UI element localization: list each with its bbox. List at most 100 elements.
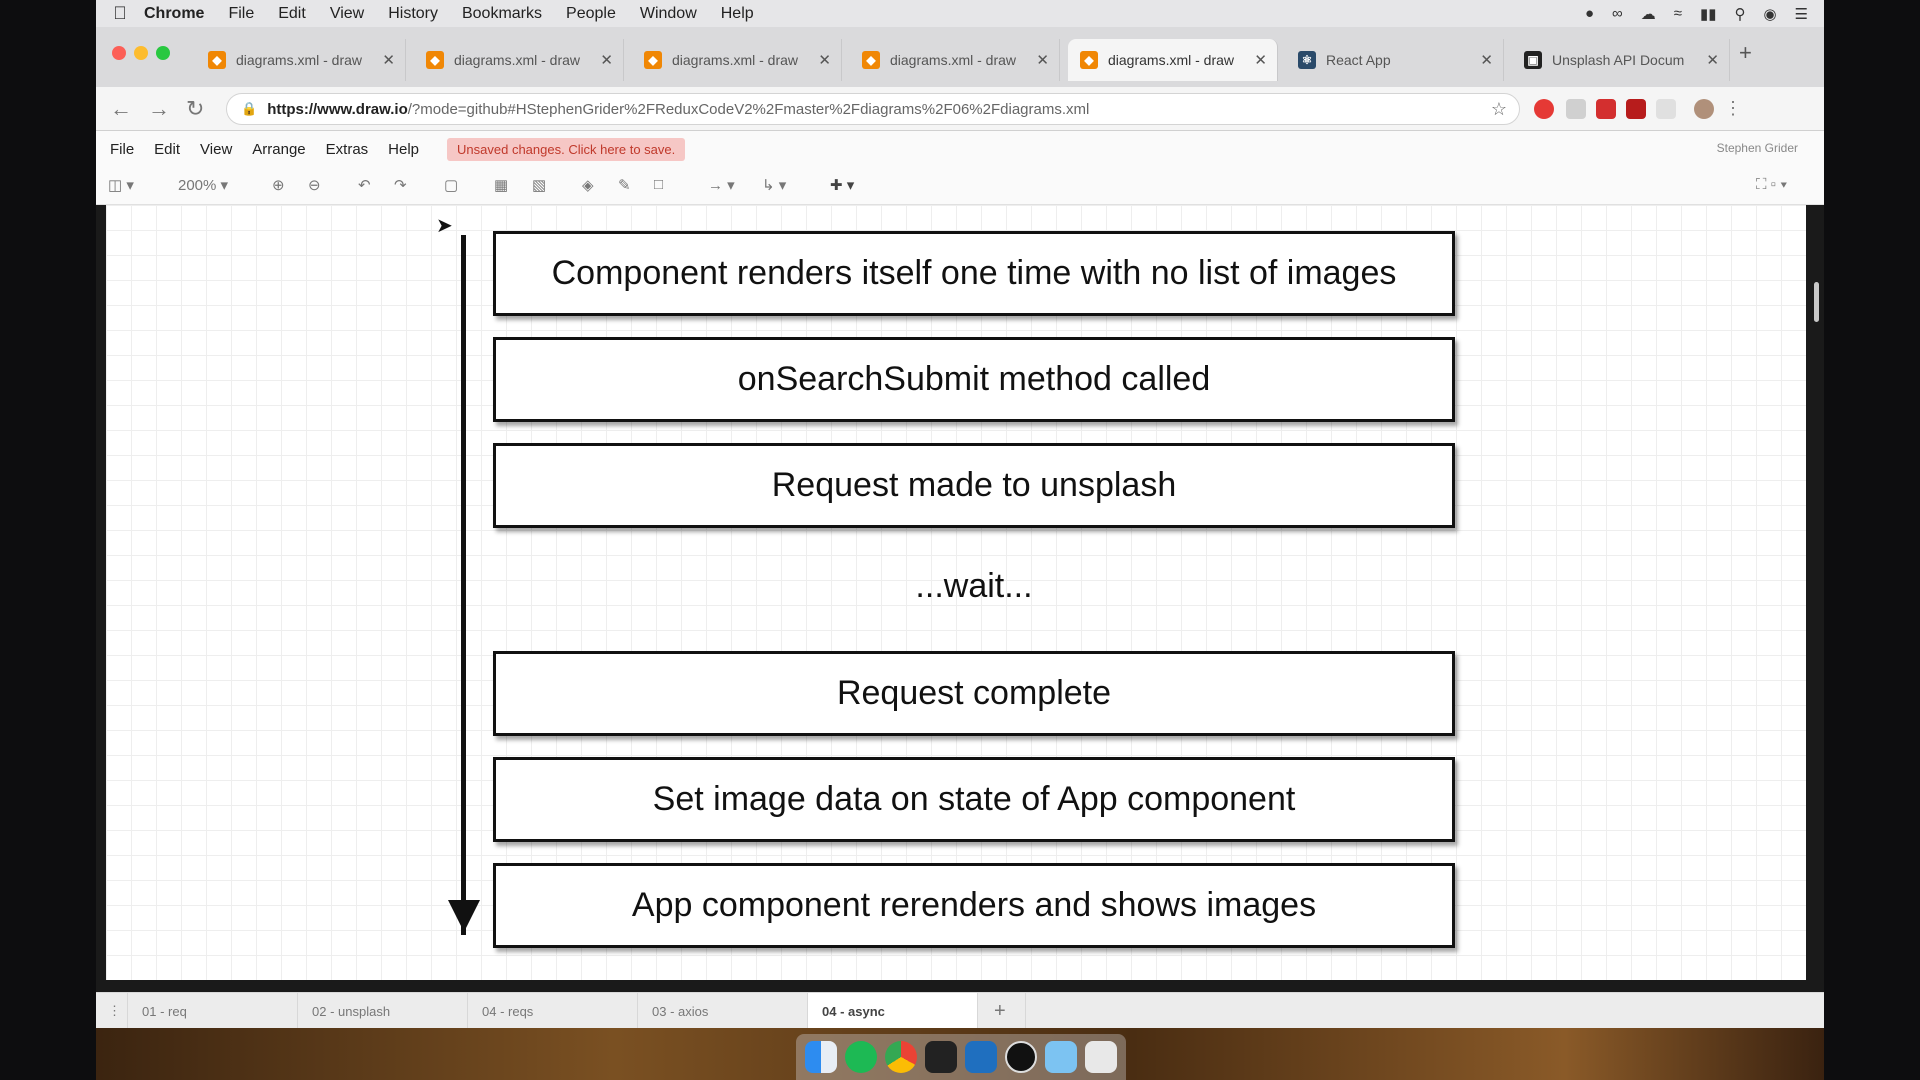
step-box-request-made[interactable]: Request made to unsplash <box>493 443 1455 528</box>
vertical-scrollbar[interactable] <box>1814 282 1819 322</box>
record-icon[interactable]: ● <box>1584 5 1594 22</box>
vscode-icon[interactable] <box>965 1041 997 1073</box>
back-icon[interactable]: ← <box>110 96 132 121</box>
unsaved-changes-button[interactable]: Unsaved changes. Click here to save. <box>447 137 686 161</box>
close-icon[interactable]: ✕ <box>818 52 831 69</box>
new-tab-icon[interactable]: + <box>1739 40 1752 65</box>
close-window-icon[interactable] <box>112 46 126 60</box>
browser-tab-strip: ◆ diagrams.xml - draw ✕ ◆ diagrams.xml -… <box>96 27 1824 87</box>
star-icon[interactable]: ☆ <box>1490 98 1507 119</box>
zoom-out-icon[interactable]: ⊖ <box>308 177 321 194</box>
glasses-icon[interactable]: ∞ <box>1612 5 1623 22</box>
spotify-icon[interactable] <box>845 1041 877 1073</box>
apple-icon[interactable]:  <box>96 3 144 24</box>
more-menu-icon[interactable]: ⋮ <box>1724 98 1742 118</box>
zoom-in-icon[interactable]: ⊕ <box>272 177 285 194</box>
css-extension-icon[interactable] <box>1566 99 1586 119</box>
waypoints-icon[interactable]: ↳ ▾ <box>762 177 787 194</box>
address-bar[interactable]: 🔒 https://www.draw.io /?mode=github#HSte… <box>226 93 1520 125</box>
close-icon[interactable]: ✕ <box>1480 52 1493 69</box>
extension-icon[interactable] <box>1656 99 1676 119</box>
tab-unsplash-api[interactable]: ▣ Unsplash API Docum ✕ <box>1512 39 1730 81</box>
menu-people[interactable]: People <box>566 4 616 22</box>
menu-history[interactable]: History <box>388 4 438 22</box>
app-menu-edit[interactable]: Edit <box>154 140 181 158</box>
panel-toggle-icon[interactable]: ◫ ▾ <box>108 177 134 194</box>
close-icon[interactable]: ✕ <box>1706 52 1719 69</box>
app-menu-extras[interactable]: Extras <box>325 140 369 158</box>
fill-color-icon[interactable]: ◈ <box>582 177 594 194</box>
lock-icon[interactable]: 🔒 <box>241 101 258 116</box>
redo-icon[interactable]: ↷ <box>394 177 407 194</box>
flow-arrow-line[interactable] <box>461 235 466 935</box>
to-front-icon[interactable]: ▦ <box>494 177 509 194</box>
close-icon[interactable]: ✕ <box>1036 52 1049 69</box>
close-icon[interactable]: ✕ <box>382 52 395 69</box>
minimize-window-icon[interactable] <box>134 46 148 60</box>
app-menu-view[interactable]: View <box>200 140 233 158</box>
screen:  Chrome File Edit View History Bookmark… <box>96 0 1824 1080</box>
tab-react-app[interactable]: ⚛ React App ✕ <box>1286 39 1504 81</box>
page-tab-04-async[interactable]: 04 - async <box>808 993 978 1029</box>
folder-icon[interactable] <box>1045 1041 1077 1073</box>
step-box-initial-render[interactable]: Component renders itself one time with n… <box>493 231 1455 316</box>
menu-file[interactable]: File <box>228 4 255 22</box>
list-icon[interactable]: ☰ <box>1794 5 1808 23</box>
step-box-request-complete[interactable]: Request complete <box>493 651 1455 736</box>
pages-menu-icon[interactable]: ⋮ <box>96 993 128 1029</box>
terminal-icon[interactable] <box>925 1041 957 1073</box>
forward-icon[interactable]: → <box>148 96 170 121</box>
tab-diagrams-3[interactable]: ◆ diagrams.xml - draw ✕ <box>632 39 842 81</box>
tab-diagrams-2[interactable]: ◆ diagrams.xml - draw ✕ <box>414 39 624 81</box>
chrome-icon[interactable] <box>885 1041 917 1073</box>
reload-icon[interactable]: ↻ <box>186 96 205 121</box>
trash-icon[interactable] <box>1085 1041 1117 1073</box>
menu-view[interactable]: View <box>329 4 365 22</box>
user-name[interactable]: Stephen Grider <box>1716 141 1798 155</box>
app-menu-arrange[interactable]: Arrange <box>252 140 306 158</box>
close-icon[interactable]: ✕ <box>1254 52 1267 69</box>
app-menu-help[interactable]: Help <box>388 140 420 158</box>
battery-icon[interactable]: ▮▮ <box>1699 5 1717 23</box>
shadow-icon[interactable]: □ <box>654 176 664 193</box>
diagram-canvas[interactable]: ➤ Component renders itself one time with… <box>106 205 1806 980</box>
tab-diagrams-4[interactable]: ◆ diagrams.xml - draw ✕ <box>850 39 1060 81</box>
tab-diagrams-1[interactable]: ◆ diagrams.xml - draw ✕ <box>196 39 406 81</box>
menu-edit[interactable]: Edit <box>278 4 306 22</box>
step-box-rerender[interactable]: App component rerenders and shows images <box>493 863 1455 948</box>
search-icon[interactable]: ⚲ <box>1734 5 1746 23</box>
page-tab-02-unsplash[interactable]: 02 - unsplash <box>298 993 468 1029</box>
maximize-window-icon[interactable] <box>156 46 170 60</box>
lastpass-extension-icon[interactable] <box>1596 99 1616 119</box>
menu-help[interactable]: Help <box>720 4 754 22</box>
siri-icon[interactable]: ◉ <box>1763 5 1777 23</box>
page-tab-01-req[interactable]: 01 - req <box>128 993 298 1029</box>
menu-bookmarks[interactable]: Bookmarks <box>461 4 543 22</box>
add-page-icon[interactable]: + <box>978 993 1026 1029</box>
menu-chrome[interactable]: Chrome <box>144 4 205 22</box>
insert-icon[interactable]: ✚ ▾ <box>830 177 855 194</box>
redux-extension-icon[interactable] <box>1626 99 1646 119</box>
step-box-on-search-submit[interactable]: onSearchSubmit method called <box>493 337 1455 422</box>
delete-icon[interactable]: ▢ <box>444 177 459 194</box>
opera-extension-icon[interactable] <box>1534 99 1554 119</box>
cloud-icon[interactable]: ☁ <box>1640 5 1656 23</box>
close-icon[interactable]: ✕ <box>600 52 613 69</box>
tab-diagrams-active[interactable]: ◆ diagrams.xml - draw ✕ <box>1068 39 1278 81</box>
profile-avatar[interactable] <box>1694 99 1714 119</box>
finder-icon[interactable] <box>805 1041 837 1073</box>
zoom-select[interactable]: 200% ▾ <box>178 177 229 194</box>
wifi-icon[interactable]: ≈ <box>1673 5 1682 22</box>
connection-icon[interactable]: → ▾ <box>708 177 735 194</box>
line-color-icon[interactable]: ✎ <box>618 177 631 194</box>
page-tab-03-axios[interactable]: 03 - axios <box>638 993 808 1029</box>
page-tab-04-reqs[interactable]: 04 - reqs <box>468 993 638 1029</box>
fullscreen-icon[interactable]: ⛶ ▫ ▾ <box>1756 176 1788 193</box>
obs-icon[interactable] <box>1005 1041 1037 1073</box>
to-back-icon[interactable]: ▧ <box>532 177 547 194</box>
wait-label[interactable]: ...wait... <box>915 567 1033 605</box>
undo-icon[interactable]: ↶ <box>358 177 371 194</box>
menu-window[interactable]: Window <box>639 4 697 22</box>
app-menu-file[interactable]: File <box>110 140 135 158</box>
step-box-set-state[interactable]: Set image data on state of App component <box>493 757 1455 842</box>
